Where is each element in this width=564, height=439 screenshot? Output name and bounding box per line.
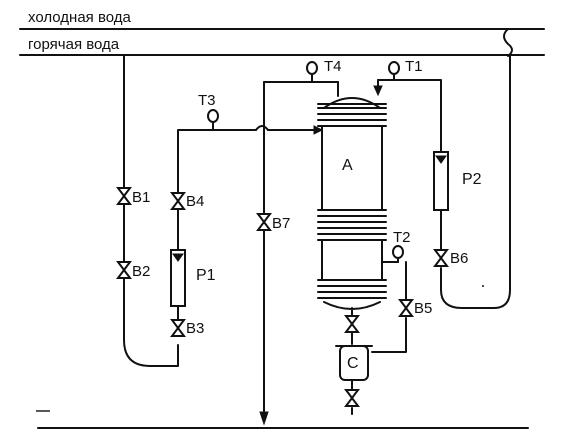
b5-label: B5	[414, 300, 432, 317]
line-break-mark	[503, 28, 513, 57]
left-inner-pipe	[177, 125, 324, 331]
t2-label: T2	[393, 229, 411, 246]
valve-b2: B2	[116, 261, 150, 280]
vessel-c: C	[335, 331, 373, 415]
thermometer-t3: T3	[198, 92, 219, 131]
t1-label: T1	[405, 58, 423, 75]
b5-pipe	[371, 261, 407, 353]
t4-label: T4	[324, 58, 342, 75]
valve-b3: B3	[170, 319, 204, 337]
drain-line	[36, 410, 529, 429]
valve-b4: B4	[170, 192, 204, 210]
vessel-c-label: C	[347, 355, 359, 372]
rotameter-p1: P1	[170, 208, 216, 321]
column-top-pipes	[311, 79, 395, 97]
thermometer-t2: T2	[381, 229, 411, 263]
right-p2-pipe	[393, 54, 511, 309]
valve-b1: B1	[116, 187, 150, 206]
b3-label: B3	[186, 320, 204, 337]
b4-label: B4	[186, 193, 204, 210]
central-supply-pipe	[259, 69, 313, 426]
b2-label: B2	[132, 263, 150, 280]
valve-b6: B6	[433, 249, 468, 267]
left-loop-pipe	[123, 54, 179, 367]
t3-label: T3	[198, 92, 216, 109]
hot-water-label: горячая вода	[28, 36, 120, 53]
stray-mark	[482, 285, 484, 287]
column-a: A	[317, 97, 387, 317]
thermometer-t4: T4	[306, 58, 342, 83]
water-supply-lines: холодная вода горячая вода	[19, 9, 545, 57]
thermometer-t1: T1	[388, 58, 423, 81]
b6-label: B6	[450, 250, 468, 267]
p2-label: P2	[462, 171, 482, 188]
rotameter-p2: P2	[433, 151, 482, 211]
valve-vessel-bottom	[344, 389, 360, 407]
valve-b5: B5	[398, 299, 432, 317]
cold-water-label: холодная вода	[28, 9, 132, 26]
valve-b7: B7	[256, 213, 290, 232]
valve-column-bottom	[344, 315, 360, 333]
b1-label: B1	[132, 189, 150, 206]
p1-label: P1	[196, 267, 216, 284]
column-a-label: A	[342, 157, 353, 174]
b7-label: B7	[272, 215, 290, 232]
